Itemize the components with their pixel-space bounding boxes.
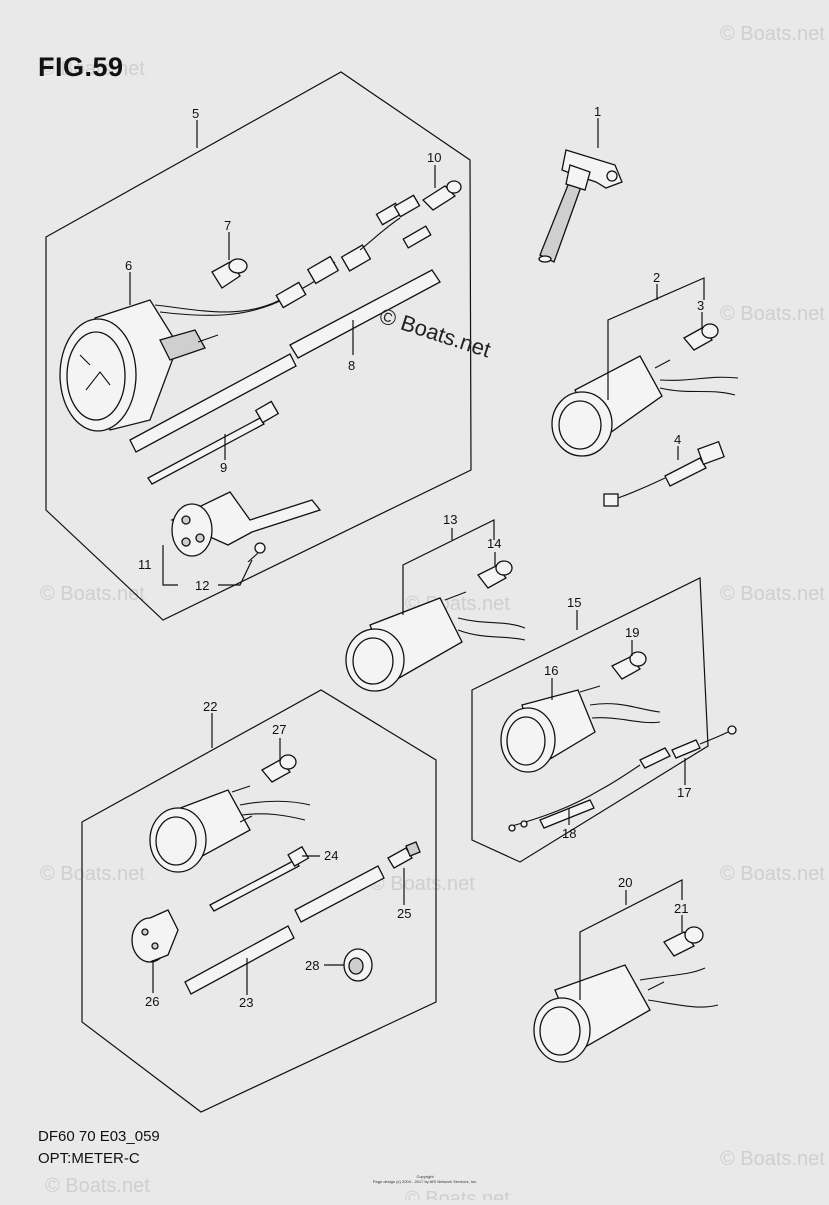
callout-17: 17	[677, 785, 691, 800]
callout-11: 11	[138, 557, 152, 572]
part-11-bracket[interactable]	[170, 491, 322, 557]
part-26-grommet[interactable]	[131, 909, 179, 963]
part-3-bulb[interactable]	[682, 323, 719, 351]
callout-19: 19	[625, 625, 639, 640]
callout-12: 12	[195, 578, 209, 593]
group-box-15	[471, 577, 709, 863]
watermark-layer: © Boats.net © Boats.net © Boats.net © Bo…	[40, 23, 825, 1205]
watermark-text: © Boats.net	[720, 583, 825, 605]
callout-22: 22	[203, 699, 217, 714]
part-10-bulb[interactable]	[421, 180, 462, 211]
watermark-text: © Boats.net	[720, 23, 825, 45]
watermark-text: © Boats.net	[40, 58, 145, 80]
figure-title: FIG.59	[38, 52, 124, 82]
part-13-meter[interactable]	[345, 591, 526, 692]
part-12-screw[interactable]	[247, 542, 266, 563]
callout-10: 10	[427, 150, 441, 165]
callout-24: 24	[324, 848, 338, 863]
watermark-text: © Boats.net	[405, 1188, 510, 1200]
callout-4: 4	[674, 432, 681, 447]
callout-26: 26	[145, 994, 159, 1009]
group-box-22	[81, 689, 437, 1113]
part-27-bulb[interactable]	[260, 754, 297, 783]
watermark-text: © Boats.net	[40, 863, 145, 885]
center-watermark: © Boats.net	[376, 303, 493, 362]
callout-6: 6	[125, 258, 132, 273]
callout-9: 9	[220, 460, 227, 475]
part-18-harness[interactable]	[508, 764, 641, 832]
callout-7: 7	[224, 218, 231, 233]
callout-labels: 5 1 2 3 4 6 7 8 9 10 11 12 13 14 15 16 1…	[125, 104, 704, 1010]
copyright-notice: Copyright Page design (c) 2004 - 2017 by…	[330, 1174, 520, 1184]
figure-name: OPT:METER-C	[38, 1150, 140, 1167]
figure-code: DF60 70 E03_059	[38, 1128, 160, 1145]
copyright-line: Copyright	[416, 1174, 434, 1179]
part-14-bulb[interactable]	[477, 560, 513, 589]
part-19-bulb[interactable]	[611, 651, 647, 680]
callout-5: 5	[192, 106, 199, 121]
part-17-harness[interactable]	[639, 725, 737, 769]
callout-2: 2	[653, 270, 660, 285]
part-25-fitting[interactable]	[387, 841, 421, 869]
callout-27: 27	[272, 722, 286, 737]
part-16-meter[interactable]	[500, 685, 661, 773]
part-1-sensor[interactable]	[538, 149, 623, 263]
watermark-text: © Boats.net	[720, 303, 825, 325]
part-9-cable-tie[interactable]	[147, 400, 280, 485]
watermark-text: © Boats.net	[370, 873, 475, 895]
callout-13: 13	[443, 512, 457, 527]
part-21-bulb[interactable]	[663, 926, 704, 957]
part-8-tube[interactable]	[129, 269, 441, 453]
callout-21: 21	[674, 901, 688, 916]
callout-23: 23	[239, 995, 253, 1010]
callout-14: 14	[487, 536, 501, 551]
callout-20: 20	[618, 875, 632, 890]
callout-1: 1	[594, 104, 601, 119]
part-23-tube[interactable]	[184, 865, 385, 995]
part-4-harness[interactable]	[603, 440, 725, 507]
callout-28: 28	[305, 958, 319, 973]
watermark-text: © Boats.net	[720, 1148, 825, 1170]
part-22-meter[interactable]	[149, 785, 311, 873]
copyright-line: Page design (c) 2004 - 2017 by ARI Netwo…	[372, 1179, 478, 1184]
part-2-meter[interactable]	[551, 355, 739, 457]
watermark-text: © Boats.net	[40, 583, 145, 605]
part-20-meter[interactable]	[533, 964, 719, 1063]
callout-15: 15	[567, 595, 581, 610]
callout-8: 8	[348, 358, 355, 373]
callout-16: 16	[544, 663, 558, 678]
part-24-cable-tie[interactable]	[209, 845, 310, 912]
watermark-text: © Boats.net	[45, 1175, 150, 1197]
group-box-5	[45, 71, 472, 621]
callout-18: 18	[562, 826, 576, 841]
part-28-grommet[interactable]	[343, 948, 373, 982]
part-6-large-meter[interactable]	[59, 261, 336, 432]
part-6-harness-connectors[interactable]	[275, 194, 432, 309]
callout-25: 25	[397, 906, 411, 921]
callout-3: 3	[697, 298, 704, 313]
part-7-bulb[interactable]	[211, 258, 248, 289]
watermark-text: © Boats.net	[720, 863, 825, 885]
leader-lines	[129, 118, 705, 1000]
